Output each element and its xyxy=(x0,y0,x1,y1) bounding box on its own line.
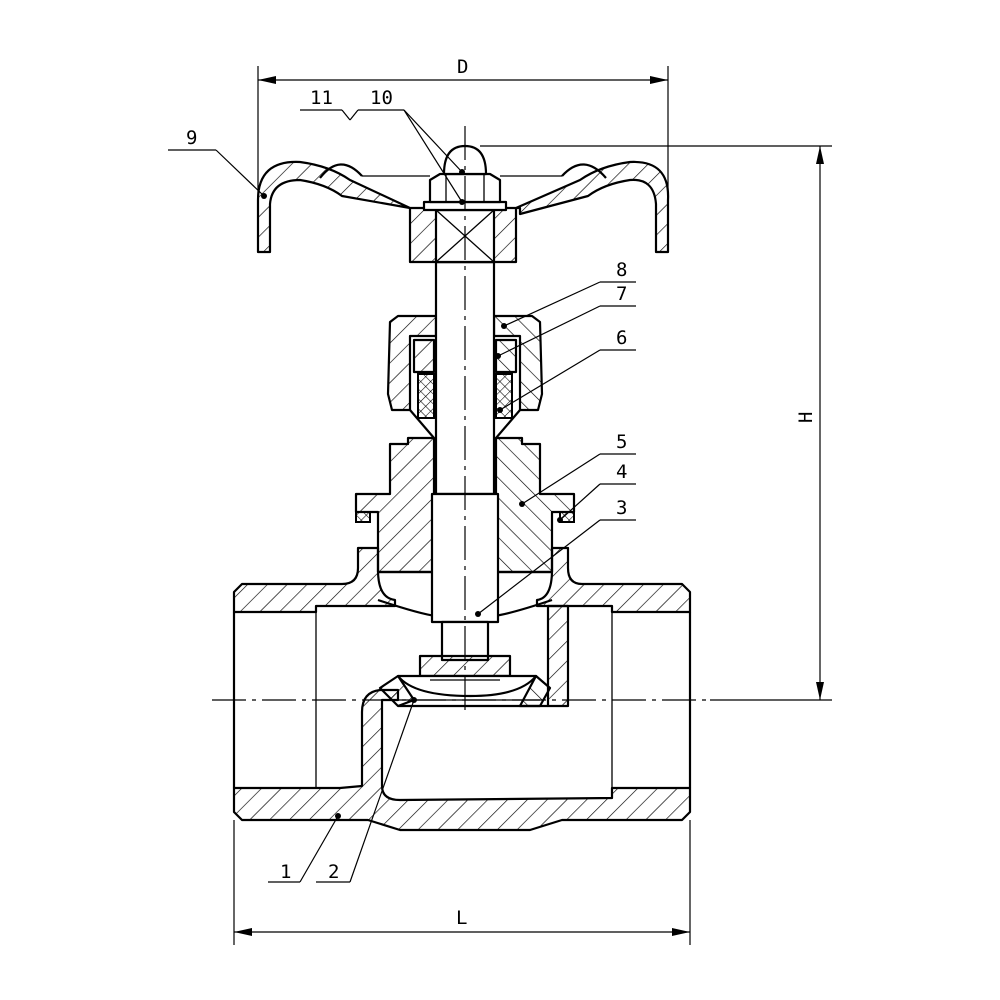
center-lines xyxy=(212,126,710,710)
callout-1: 1 xyxy=(268,813,341,883)
svg-text:5: 5 xyxy=(616,431,627,453)
callout-4: 4 xyxy=(557,461,636,523)
svg-text:6: 6 xyxy=(616,327,627,349)
callout-9: 9 xyxy=(168,127,267,199)
svg-text:1: 1 xyxy=(280,861,291,883)
callout-7: 7 xyxy=(495,283,636,359)
bonnet xyxy=(354,436,576,574)
svg-text:11: 11 xyxy=(310,87,333,109)
svg-text:3: 3 xyxy=(616,497,627,519)
svg-text:9: 9 xyxy=(186,127,197,149)
svg-text:2: 2 xyxy=(328,861,339,883)
dimension-d-label: D xyxy=(457,56,468,78)
svg-text:7: 7 xyxy=(616,283,627,305)
callout-6: 6 xyxy=(497,327,636,413)
svg-text:10: 10 xyxy=(370,87,393,109)
dimension-h-label: H xyxy=(795,412,817,423)
packing-nut xyxy=(386,314,544,439)
dimension-l: L xyxy=(233,820,691,945)
callout-5: 5 xyxy=(519,431,636,507)
callout-10-11: 11 10 xyxy=(300,87,465,205)
dimension-h: H xyxy=(480,145,832,701)
gland-and-packing xyxy=(412,338,518,419)
dimension-l-label: L xyxy=(456,907,467,929)
svg-text:4: 4 xyxy=(616,461,627,483)
callout-8: 8 xyxy=(501,259,636,329)
callout-2: 2 xyxy=(316,697,417,883)
dimension-d: D xyxy=(257,56,669,250)
callout-3: 3 xyxy=(475,497,636,617)
svg-text:8: 8 xyxy=(616,259,627,281)
